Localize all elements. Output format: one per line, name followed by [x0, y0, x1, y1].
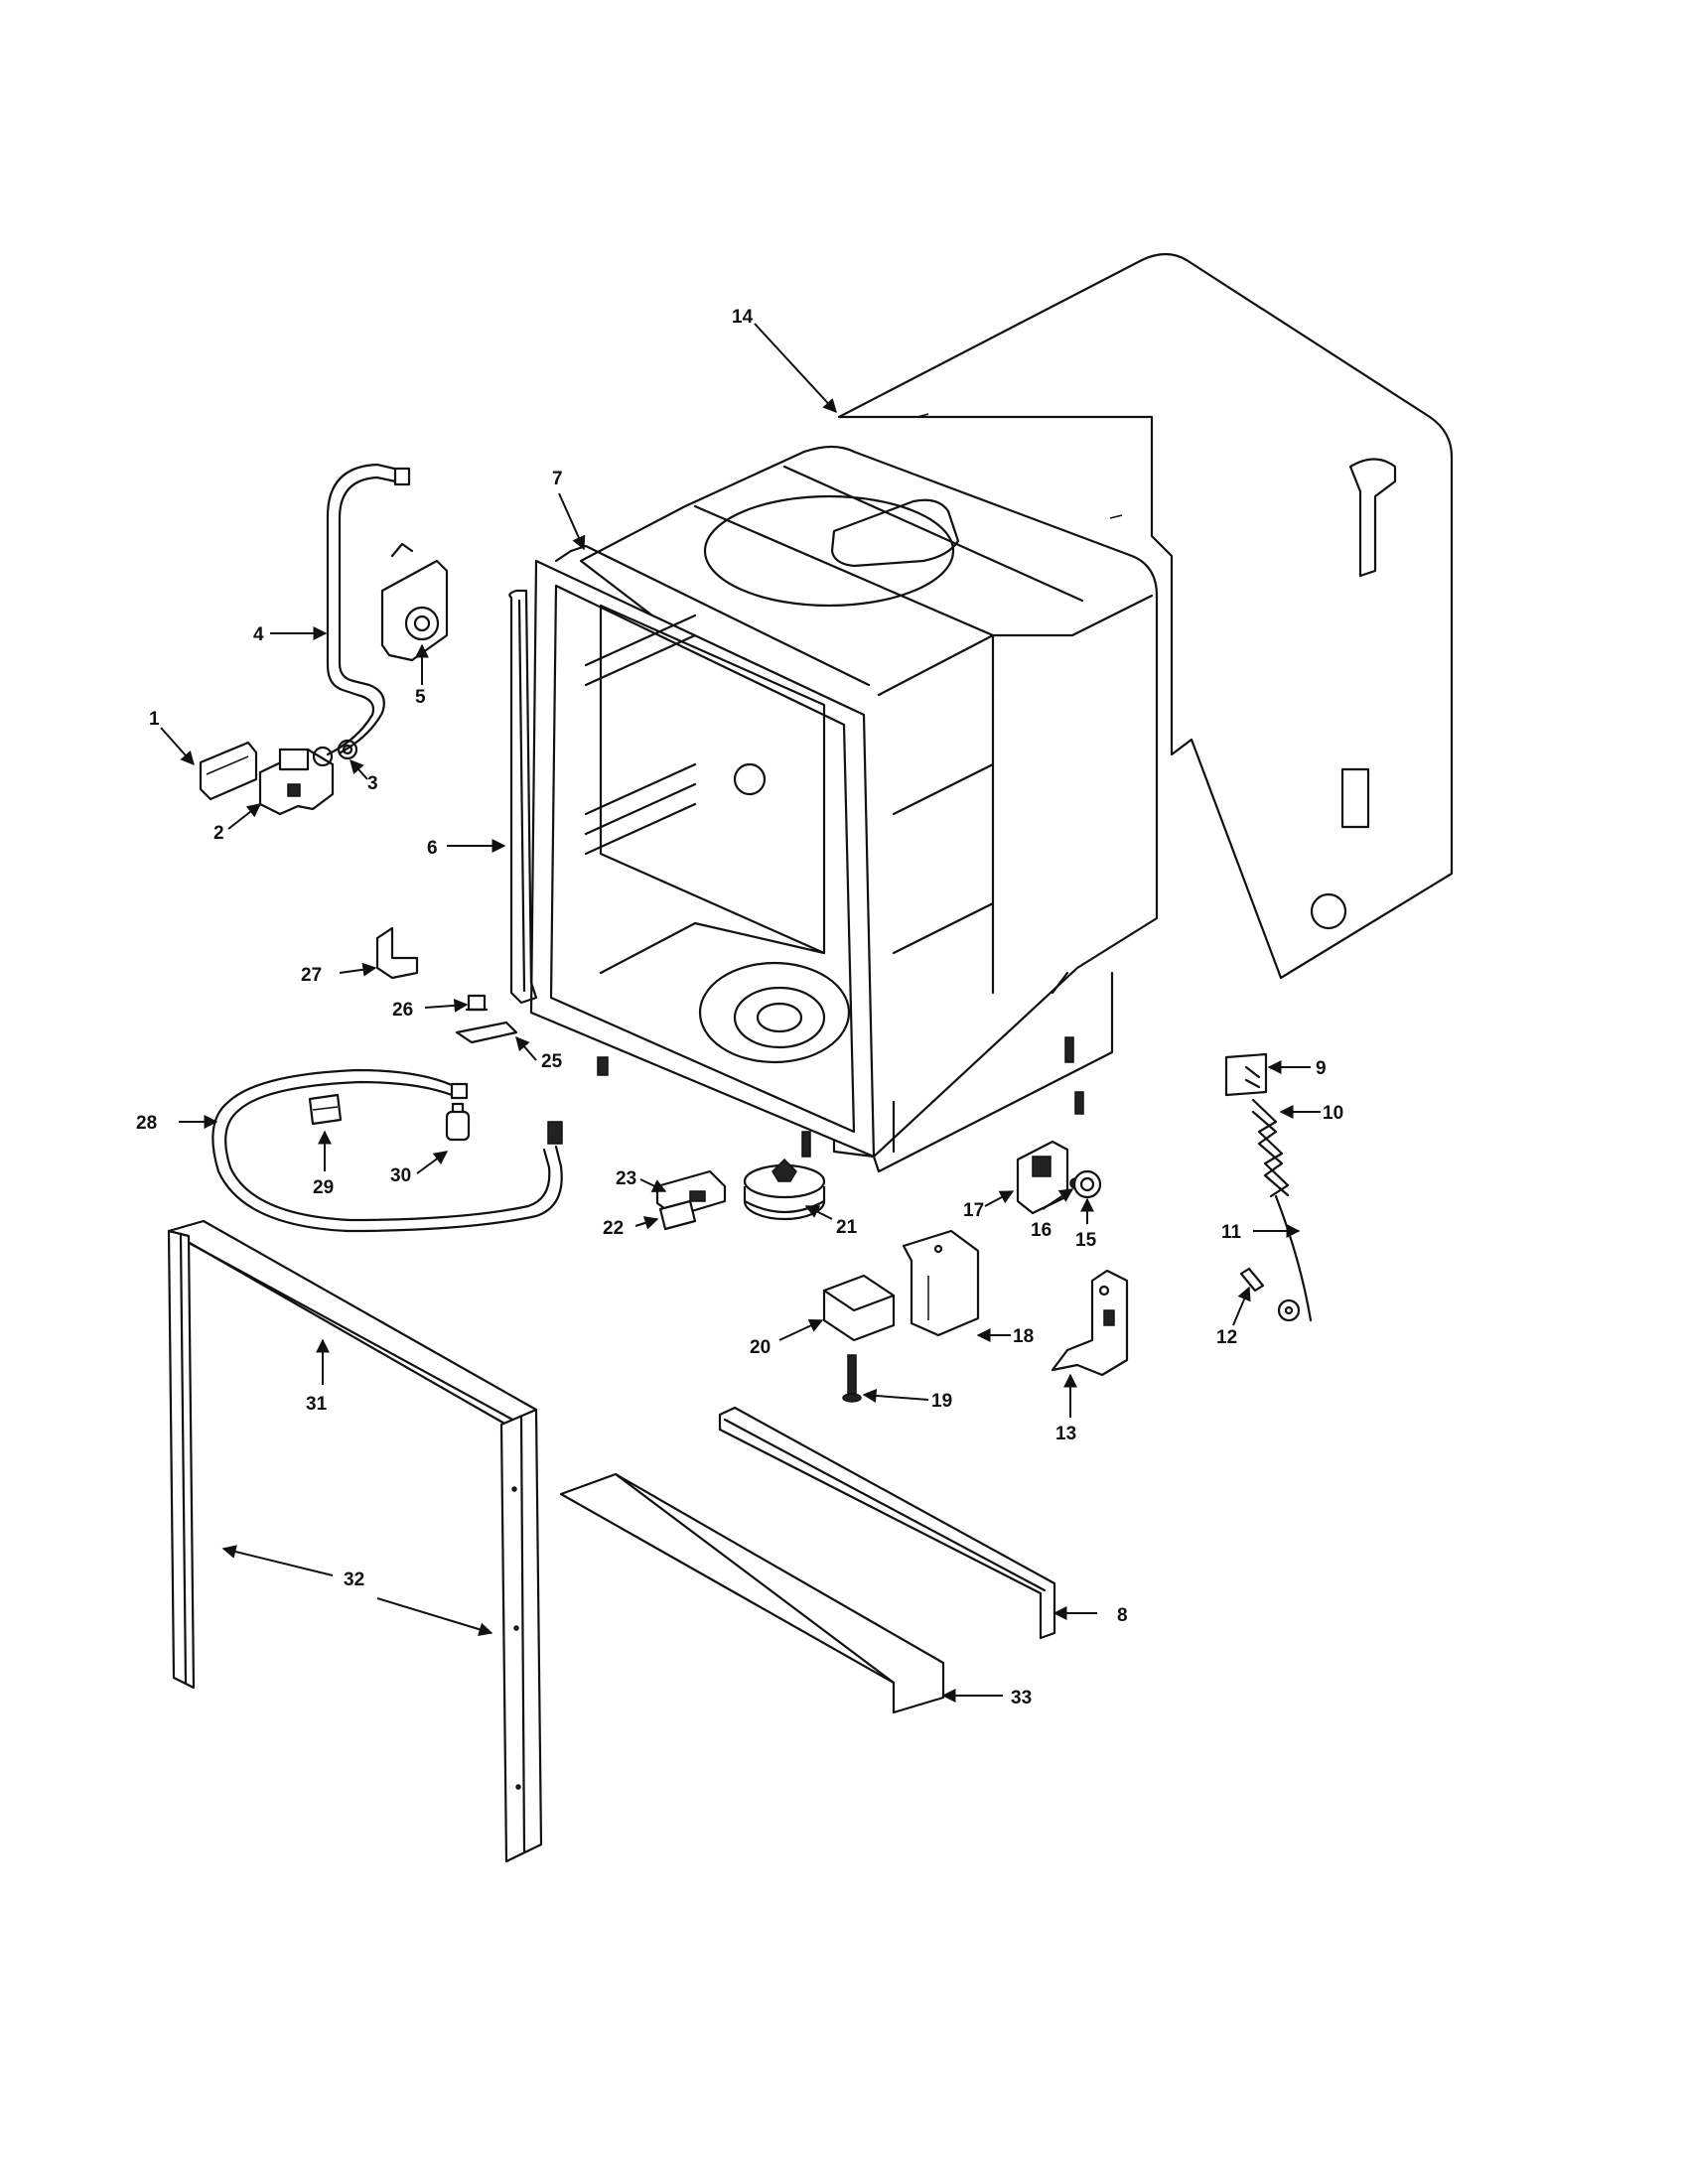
callout-18: 18: [1013, 1326, 1034, 1347]
part-10-door-spring: [1251, 1098, 1290, 1198]
callout-6: 6: [427, 838, 438, 859]
callout-13: 13: [1055, 1424, 1076, 1444]
part-20-bracket: [822, 1274, 896, 1342]
part-6-door-seal: [508, 589, 538, 1005]
callout-5: 5: [415, 687, 426, 708]
callout-4: 4: [253, 624, 264, 645]
callout-29: 29: [313, 1177, 334, 1198]
callout-3: 3: [367, 773, 378, 794]
part-4-fill-hose: [326, 463, 411, 756]
part-17-latch-bracket: [1016, 1140, 1069, 1215]
callout-7: 7: [552, 469, 563, 489]
part-9-spring-plate: [1224, 1052, 1268, 1097]
callout-19: 19: [931, 1391, 952, 1412]
tub-assembly: [529, 445, 1159, 1173]
part-25-bracket: [455, 1021, 518, 1044]
callout-33: 33: [1011, 1688, 1032, 1708]
part-21-filter: [743, 1158, 826, 1221]
part-15-knob: [1072, 1169, 1102, 1199]
part-2-water-valve: [258, 746, 335, 816]
callout-1: 1: [149, 709, 160, 730]
callout-15: 15: [1075, 1230, 1097, 1251]
part-5-vent: [380, 542, 449, 662]
part-11-spring-cable: [1274, 1194, 1313, 1322]
part-27-bracket: [375, 926, 419, 980]
callout-9: 9: [1316, 1058, 1327, 1079]
part-29-connector: [308, 1093, 343, 1126]
part-12-pin: [1239, 1267, 1265, 1293]
part-14-insulation-cover: [837, 252, 1454, 980]
part-22-switch: [658, 1199, 697, 1231]
part-8-toe-kick: [718, 1406, 1056, 1640]
part-31-door-top-trim: [167, 1219, 538, 1427]
part-13-door-hinge: [1051, 1269, 1129, 1377]
callout-10: 10: [1323, 1103, 1343, 1124]
part-28-drain-hose: [211, 1068, 563, 1233]
callout-14: 14: [732, 307, 754, 328]
callout-17: 17: [963, 1200, 984, 1221]
callout-27: 27: [301, 965, 322, 986]
callout-12: 12: [1216, 1327, 1237, 1348]
callout-labels: 1 2 3 4 5 6 7 8 9 10 11 12 13 14 15 16 1…: [136, 307, 1343, 1708]
callout-30: 30: [390, 1165, 411, 1186]
callout-arrows: [160, 323, 1321, 1703]
callout-8: 8: [1117, 1605, 1128, 1626]
callout-31: 31: [306, 1394, 328, 1415]
callout-2: 2: [213, 823, 224, 844]
callout-23: 23: [616, 1168, 636, 1189]
callout-22: 22: [603, 1218, 624, 1239]
callout-26: 26: [392, 1000, 413, 1021]
part-26-thermostat: [465, 994, 489, 1012]
part-18-mounting-bracket: [902, 1229, 980, 1337]
callout-21: 21: [836, 1217, 858, 1238]
callout-25: 25: [541, 1051, 563, 1072]
part-32-door-side-trims: [167, 1229, 543, 1863]
callout-32: 32: [344, 1570, 364, 1590]
callout-20: 20: [750, 1337, 771, 1358]
part-1-bracket: [199, 741, 258, 801]
part-30-fitting: [445, 1102, 471, 1142]
callout-11: 11: [1221, 1222, 1242, 1243]
callout-28: 28: [136, 1113, 157, 1134]
part-19-leveling-leg: [842, 1354, 862, 1403]
callout-16: 16: [1031, 1220, 1052, 1241]
